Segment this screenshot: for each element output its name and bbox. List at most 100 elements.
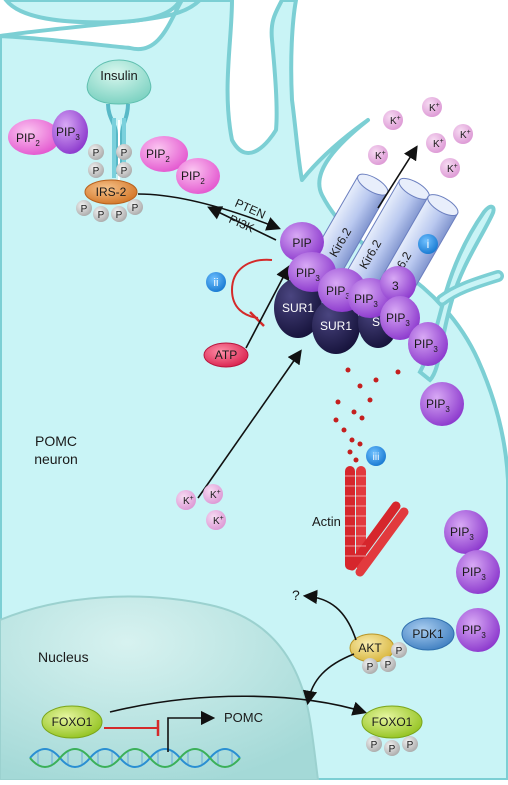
upper-dendrite bbox=[3, 0, 183, 25]
potassium-ions-intracellular: K+ K+ K+ bbox=[176, 484, 226, 530]
unknown-target: ? bbox=[292, 587, 300, 603]
pip2-molecule: PIP2 bbox=[8, 119, 60, 155]
pip3-molecule: PIP3 bbox=[456, 550, 500, 594]
svg-text:P: P bbox=[396, 646, 403, 657]
svg-text:iii: iii bbox=[373, 452, 380, 463]
actin-monomers bbox=[333, 367, 401, 463]
svg-text:PIP3: PIP3 bbox=[326, 284, 350, 301]
sur1-subunit: SUR1 bbox=[312, 298, 360, 354]
svg-text:P: P bbox=[407, 740, 414, 751]
svg-text:K+: K+ bbox=[210, 489, 221, 501]
receptor-phosphates: P P P P bbox=[88, 144, 132, 178]
svg-text:SUR1: SUR1 bbox=[320, 319, 352, 333]
pomc-gene-label: POMC bbox=[224, 710, 263, 725]
insulin: Insulin bbox=[86, 59, 152, 105]
svg-text:P: P bbox=[132, 203, 139, 214]
svg-text:PIP3: PIP3 bbox=[56, 125, 80, 142]
potassium-ion: K+ bbox=[383, 110, 403, 130]
pip3-molecule: PIP3 bbox=[420, 382, 464, 426]
marker-iii: iii bbox=[366, 446, 386, 466]
potassium-ion: K+ bbox=[203, 484, 223, 504]
svg-text:ATP: ATP bbox=[215, 348, 237, 362]
svg-text:i: i bbox=[427, 237, 430, 251]
svg-text:PIP3: PIP3 bbox=[450, 525, 474, 542]
potassium-ions-extracellular: K+ K+ K+ K+ K+ K+ bbox=[368, 97, 473, 178]
svg-text:P: P bbox=[367, 662, 374, 673]
svg-text:FOXO1: FOXO1 bbox=[52, 715, 93, 729]
svg-text:FOXO1: FOXO1 bbox=[372, 715, 413, 729]
svg-text:3: 3 bbox=[392, 279, 399, 293]
irs2: IRS-2 P P P P bbox=[76, 179, 143, 222]
svg-text:ii: ii bbox=[214, 277, 219, 289]
svg-text:PIP3: PIP3 bbox=[414, 337, 438, 354]
pip3-molecule: PIP3 bbox=[52, 110, 88, 154]
svg-text:AKT: AKT bbox=[358, 641, 382, 655]
marker-ii: ii bbox=[206, 272, 226, 292]
svg-text:PIP3: PIP3 bbox=[426, 397, 450, 414]
pip3-cluster: PIP PIP3 PIP3 PIP3 3 PIP3 PIP3 PIP3 bbox=[280, 222, 464, 426]
svg-text:PIP2: PIP2 bbox=[146, 147, 170, 164]
svg-text:P: P bbox=[371, 740, 378, 751]
svg-text:SUR1: SUR1 bbox=[282, 301, 314, 315]
svg-text:PIP2: PIP2 bbox=[16, 131, 40, 148]
svg-text:PIP2: PIP2 bbox=[181, 169, 205, 186]
pip3-molecule: PIP3 bbox=[408, 322, 448, 366]
svg-text:P: P bbox=[121, 148, 128, 159]
pdk1: PDK1 bbox=[401, 617, 455, 651]
akt: AKT P P P bbox=[349, 633, 407, 674]
pip2-molecule: PIP2 bbox=[176, 158, 220, 194]
pip3-molecule: PIP3 bbox=[456, 608, 500, 652]
svg-text:K+: K+ bbox=[429, 102, 440, 114]
svg-text:K+: K+ bbox=[375, 150, 386, 162]
potassium-ion: K+ bbox=[176, 490, 196, 510]
akt-arrows bbox=[109, 589, 368, 716]
svg-text:K+: K+ bbox=[447, 163, 458, 175]
atp: ATP bbox=[203, 342, 249, 368]
foxo1-cytoplasmic: FOXO1 P P P bbox=[361, 705, 423, 756]
potassium-ion: K+ bbox=[206, 510, 226, 530]
potassium-ion: K+ bbox=[422, 97, 442, 117]
svg-text:K+: K+ bbox=[390, 115, 401, 127]
pip2-molecule: PIP2 bbox=[140, 136, 188, 172]
svg-text:PIP3: PIP3 bbox=[296, 266, 320, 283]
dna-helix bbox=[29, 748, 241, 768]
svg-text:PIP3: PIP3 bbox=[386, 311, 410, 328]
pip3-molecule: PIP3 bbox=[380, 296, 420, 340]
pomc-neuron-label: POMC bbox=[35, 433, 77, 449]
atp-inhibition bbox=[230, 258, 290, 349]
potassium-ion: K+ bbox=[453, 124, 473, 144]
svg-text:PIP3: PIP3 bbox=[354, 292, 378, 309]
foxo1-inhibition bbox=[104, 720, 160, 736]
svg-text:IRS-2: IRS-2 bbox=[96, 185, 127, 199]
insulin-label: Insulin bbox=[100, 68, 138, 83]
actin-label: Actin bbox=[312, 514, 341, 529]
svg-text:P: P bbox=[385, 660, 392, 671]
pomc-promoter-arrow bbox=[167, 710, 216, 752]
nucleus-label: Nucleus bbox=[38, 649, 89, 665]
pip3-molecule: PIP3 bbox=[348, 278, 392, 318]
pip3-molecule: 3 bbox=[380, 266, 416, 302]
svg-text:PIP3: PIP3 bbox=[462, 565, 486, 582]
svg-text:K+: K+ bbox=[460, 129, 471, 141]
potassium-ion: K+ bbox=[426, 133, 446, 153]
sur1-subunit: SUR1 bbox=[274, 278, 322, 338]
pomc-neuron-label-line2: neuron bbox=[34, 451, 78, 467]
svg-text:P: P bbox=[81, 204, 88, 215]
potassium-ion: K+ bbox=[368, 145, 388, 165]
svg-text:P: P bbox=[389, 744, 396, 755]
svg-text:P: P bbox=[121, 166, 128, 177]
marker-i: i bbox=[418, 234, 438, 254]
svg-text:P: P bbox=[93, 166, 100, 177]
potassium-ion: K+ bbox=[440, 158, 460, 178]
pip-molecule: PIP bbox=[280, 222, 324, 262]
potassium-arrow bbox=[197, 349, 302, 499]
foxo1-nuclear: FOXO1 bbox=[41, 705, 103, 739]
svg-text:PIP: PIP bbox=[292, 236, 311, 250]
svg-text:K+: K+ bbox=[183, 495, 194, 507]
svg-text:K+: K+ bbox=[213, 515, 224, 527]
potassium-efflux-arrow bbox=[377, 145, 418, 209]
svg-text:P: P bbox=[98, 210, 105, 221]
svg-text:P: P bbox=[93, 148, 100, 159]
